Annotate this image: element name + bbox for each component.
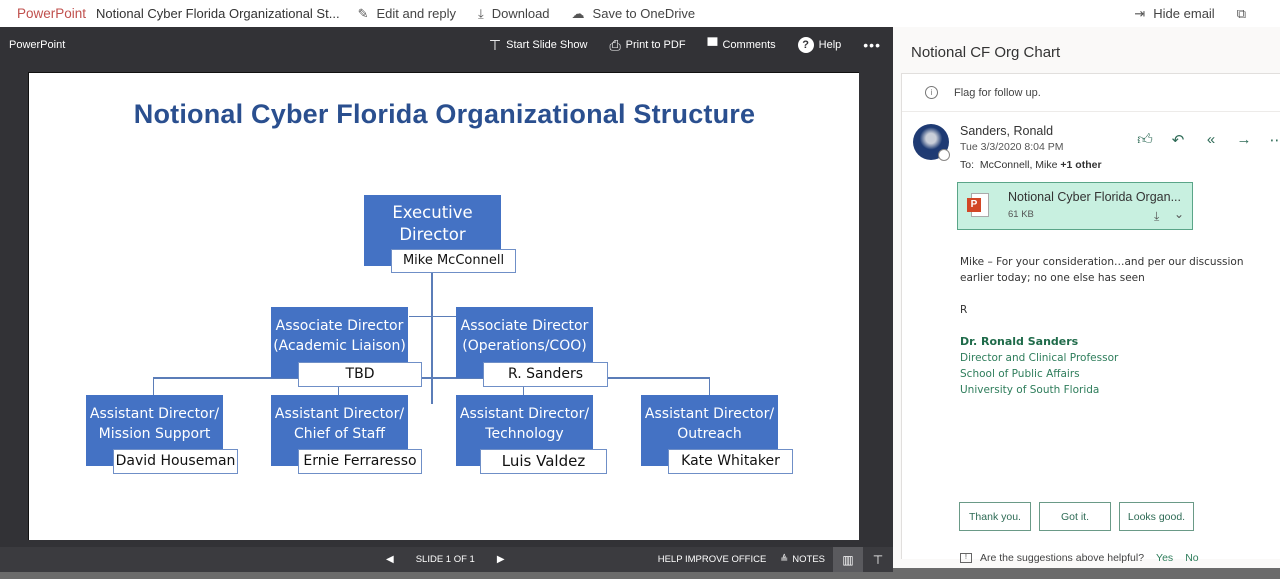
body-initial: R (960, 304, 968, 316)
signature-org: University of South Florida (960, 384, 1100, 396)
print-to-pdf-button[interactable]: ⎙ Print to PDF (609, 36, 686, 53)
org-name-assistant-chief-of-staff: Ernie Ferraresso (298, 449, 422, 474)
org-name-executive: Mike McConnell (391, 249, 516, 273)
viewer-status-bar: ◀ SLIDE 1 OF 1 ▶ HELP IMPROVE OFFICE ≜ N… (0, 547, 893, 572)
notes-button[interactable]: ≜ NOTES (780, 554, 825, 565)
org-name-associate-operations: R. Sanders (483, 362, 608, 387)
email-body: Mike – For your consideration…and per ou… (960, 254, 1270, 398)
suggested-reply-looks-good[interactable]: Looks good. (1119, 502, 1194, 531)
help-icon: ? (797, 37, 814, 53)
feedback-no-link[interactable]: No (1185, 552, 1199, 564)
signature-name: Dr. Ronald Sanders (960, 335, 1079, 348)
email-card: i Flag for follow up. Sanders, Ronald Tu… (901, 73, 1280, 564)
connector-line (709, 377, 710, 395)
edit-icon: ✎ (357, 5, 369, 21)
app-name: PowerPoint (17, 6, 87, 21)
reading-view-icon: ▥ (842, 552, 854, 567)
connector-line (409, 316, 457, 317)
presence-status-icon (938, 149, 950, 161)
viewer-toolbar: PowerPoint ⊤ Start Slide Show ⎙ Print to… (0, 27, 893, 63)
chevron-down-icon[interactable]: ⌄ (1174, 207, 1185, 221)
attachment-card[interactable]: P Notional Cyber Florida Organ... 61 KB … (957, 182, 1193, 230)
reading-view-button[interactable]: ▥ (833, 547, 863, 572)
slideshow-icon: ⊤ (488, 36, 502, 53)
flag-text: Flag for follow up. (954, 86, 1041, 99)
viewer-brand: PowerPoint (9, 39, 66, 51)
recipients[interactable]: To: McConnell, Mike +1 other (960, 159, 1102, 171)
signature-title: Director and Clinical Professor (960, 352, 1119, 364)
signature: Dr. Ronald Sanders Director and Clinical… (960, 334, 1270, 398)
start-slide-show-button[interactable]: ⊤ Start Slide Show (488, 36, 588, 53)
info-icon: i (925, 86, 938, 99)
feedback-icon: ! (960, 553, 972, 563)
hide-email-button[interactable]: ⇥ Hide email (1134, 5, 1215, 22)
popout-button[interactable]: ⧉ (1237, 6, 1254, 22)
email-subject: Notional CF Org Chart (911, 44, 1061, 61)
attachment-size: 61 KB (1008, 209, 1034, 220)
download-icon[interactable]: ⤓ (1154, 209, 1160, 223)
powerpoint-file-icon: P (967, 193, 991, 219)
more-icon[interactable]: ⋯ (1269, 132, 1280, 149)
suggestions-feedback: ! Are the suggestions above helpful? Yes… (960, 552, 1199, 564)
suggested-replies: Thank you. Got it. Looks good. (959, 502, 1202, 531)
org-box-assistant-chief-of-staff: Assistant Director/ Chief of Staff (271, 395, 408, 466)
save-to-onedrive-button[interactable]: ☁ Save to OneDrive (571, 5, 696, 22)
suggested-reply-got-it[interactable]: Got it. (1039, 502, 1111, 531)
pane-bottom-strip (893, 568, 1280, 579)
previous-slide-button[interactable]: ◀ (386, 554, 394, 565)
connector-line (431, 249, 433, 404)
top-command-bar: PowerPoint Notional Cyber Florida Organi… (0, 0, 1280, 27)
download-button[interactable]: ⤓ Download (477, 5, 550, 22)
org-name-associate-academic: TBD (298, 362, 422, 387)
hide-pane-icon: ⇥ (1134, 5, 1146, 21)
comment-icon: ▀ (707, 37, 718, 53)
bottom-strip (0, 572, 893, 579)
popout-icon: ⧉ (1236, 5, 1246, 21)
powerpoint-viewer: PowerPoint ⊤ Start Slide Show ⎙ Print to… (0, 27, 893, 579)
email-pane: Notional CF Org Chart i Flag for follow … (893, 27, 1280, 579)
notes-icon: ≜ (780, 554, 789, 565)
email-date: Tue 3/3/2020 8:04 PM (960, 141, 1064, 153)
slide-counter: SLIDE 1 OF 1 (415, 554, 475, 565)
comments-button[interactable]: ▀ Comments (707, 37, 776, 53)
forward-icon[interactable]: → (1236, 131, 1252, 148)
email-actions: 👍︎ ↶ « → ⋯ (1136, 131, 1280, 149)
feedback-yes-link[interactable]: Yes (1156, 552, 1174, 564)
sender-name[interactable]: Sanders, Ronald (960, 124, 1054, 138)
next-slide-button[interactable]: ▶ (496, 554, 505, 565)
cloud-upload-icon: ☁ (571, 5, 585, 21)
connector-line (153, 377, 154, 395)
more-options-button[interactable]: ••• (863, 37, 881, 53)
help-improve-office-link[interactable]: HELP IMPROVE OFFICE (657, 554, 767, 565)
org-name-assistant-technology: Luis Valdez (480, 449, 607, 474)
org-name-assistant-mission-support: David Houseman (113, 449, 238, 474)
org-name-assistant-outreach: Kate Whitaker (668, 449, 793, 474)
connector-line (153, 377, 710, 379)
suggested-reply-thank-you[interactable]: Thank you. (959, 502, 1031, 531)
help-button[interactable]: ? Help (797, 37, 841, 53)
download-icon: ⤓ (477, 5, 484, 21)
signature-dept: School of Public Affairs (960, 368, 1080, 380)
reply-all-icon[interactable]: « (1206, 131, 1216, 148)
body-text: Mike – For your consideration…and per ou… (960, 256, 1244, 284)
document-title: Notional Cyber Florida Organizational St… (96, 6, 340, 21)
slideshow-view-icon: ⊤ (872, 552, 884, 567)
flag-info-bar: i Flag for follow up. (902, 74, 1280, 112)
reply-icon[interactable]: ↶ (1171, 132, 1185, 149)
edit-and-reply-button[interactable]: ✎ Edit and reply (357, 5, 456, 22)
like-icon[interactable]: 👍︎ (1137, 131, 1153, 148)
slideshow-view-button[interactable]: ⊤ (863, 547, 893, 572)
printer-icon: ⎙ (609, 36, 621, 53)
attachment-name: Notional Cyber Florida Organ... (1008, 190, 1181, 204)
slide-canvas: Notional Cyber Florida Organizational St… (28, 72, 859, 540)
slide-title: Notional Cyber Florida Organizational St… (133, 99, 756, 129)
